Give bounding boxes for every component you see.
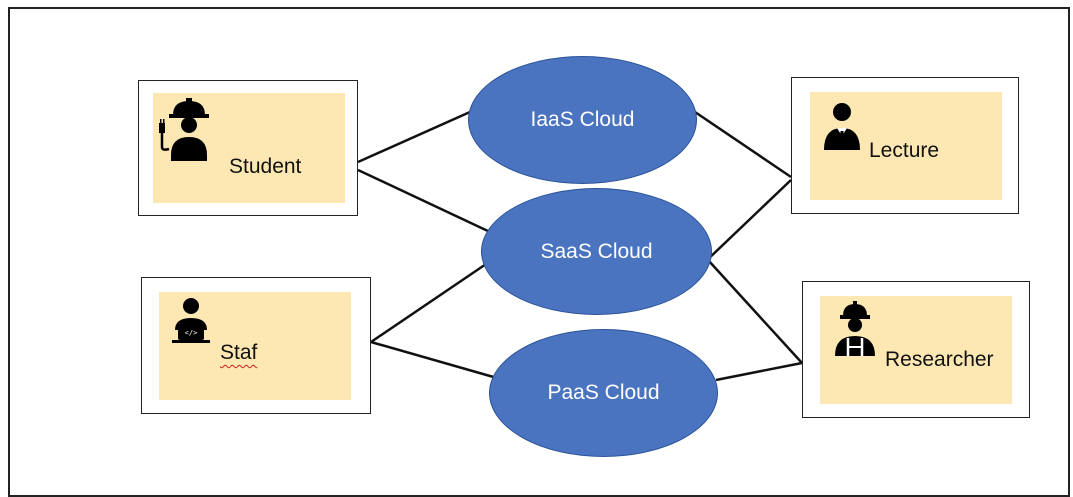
edge-staf-saas	[370, 258, 493, 344]
paas-cloud-label: PaaS Cloud	[547, 381, 660, 404]
edge-saas-lecture	[704, 179, 792, 263]
lecture-box: Lecture	[791, 77, 1019, 214]
edge-student-iaas	[357, 110, 471, 164]
researcher-box: Researcher	[802, 281, 1030, 418]
edge-student-saas	[357, 168, 491, 234]
student-label: Student	[229, 155, 302, 178]
engineer-with-hardhat-icon	[835, 301, 875, 356]
svg-text:</>: </>	[185, 329, 198, 337]
person-at-laptop-icon: </>	[172, 298, 210, 343]
edge-saas-researcher	[707, 259, 803, 364]
student-box: Student	[138, 80, 358, 216]
edge-iaas-lecture	[694, 110, 792, 179]
edge-staf-paas	[370, 340, 498, 380]
staf-label: Staf	[220, 341, 258, 364]
saas-cloud-label: SaaS Cloud	[540, 239, 653, 263]
researcher-label: Researcher	[885, 348, 994, 371]
staf-box: </> Staf	[141, 277, 371, 414]
worker-with-plug-icon	[159, 98, 209, 161]
iaas-cloud-label: IaaS Cloud	[530, 108, 635, 131]
iaas-cloud: IaaS Cloud	[468, 56, 697, 184]
lecture-label: Lecture	[869, 139, 940, 162]
edge-paas-researcher	[715, 361, 803, 382]
businessman-icon	[824, 103, 860, 150]
paas-cloud: PaaS Cloud	[489, 329, 718, 457]
saas-cloud: SaaS Cloud	[481, 188, 712, 315]
